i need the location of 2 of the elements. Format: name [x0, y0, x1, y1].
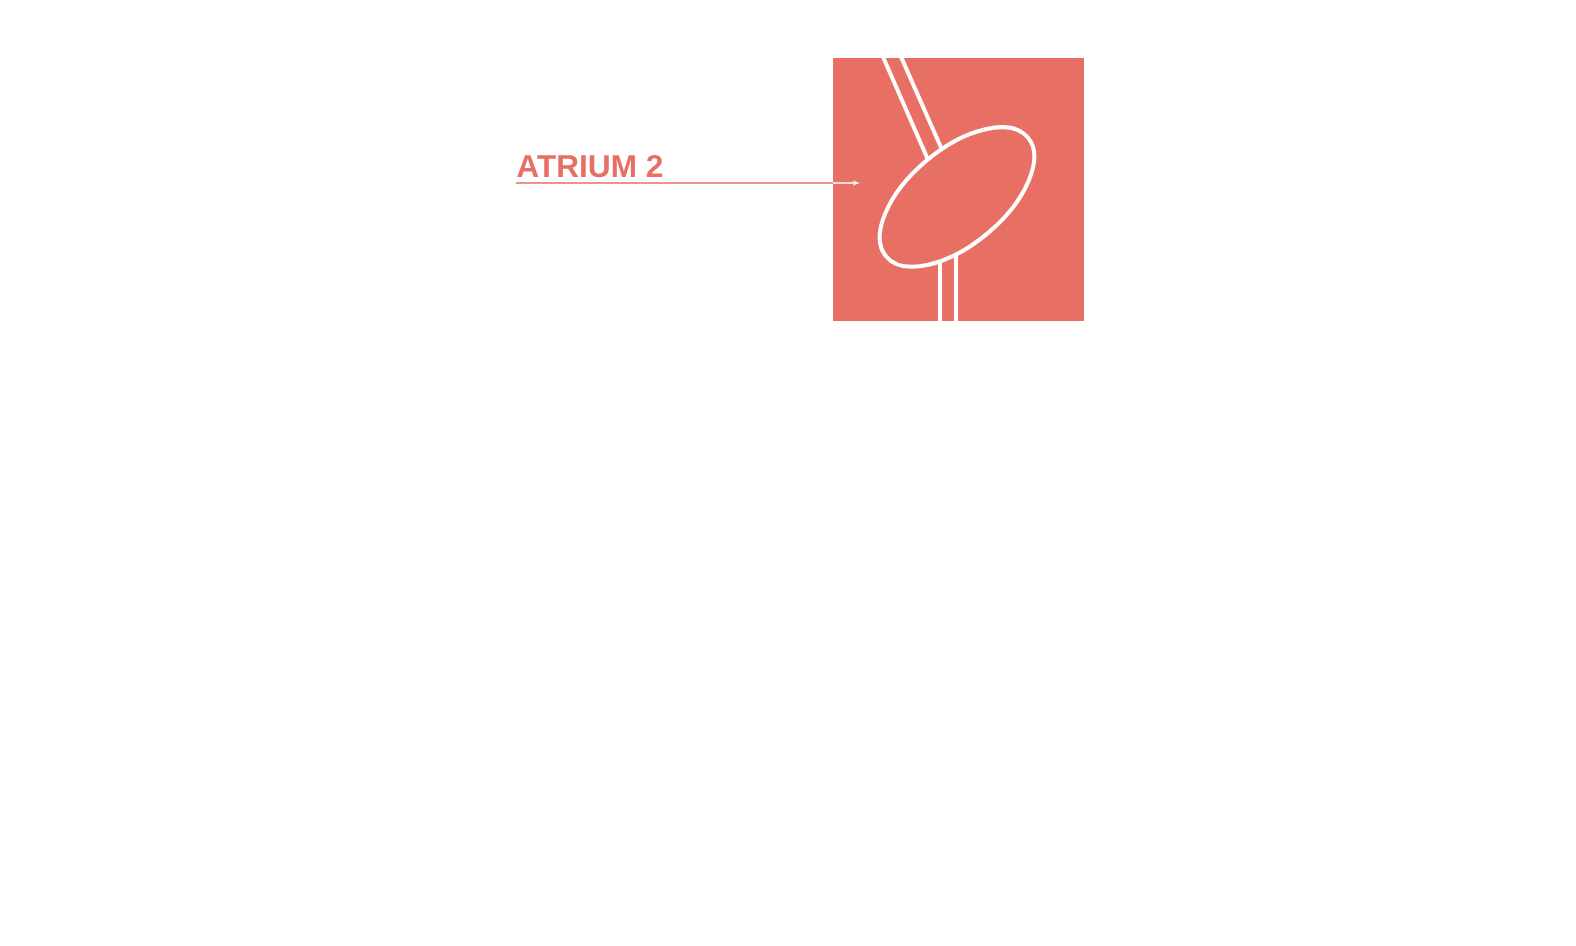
callout-label: ATRIUM 2	[517, 154, 663, 178]
plan-drawing	[833, 58, 1084, 321]
